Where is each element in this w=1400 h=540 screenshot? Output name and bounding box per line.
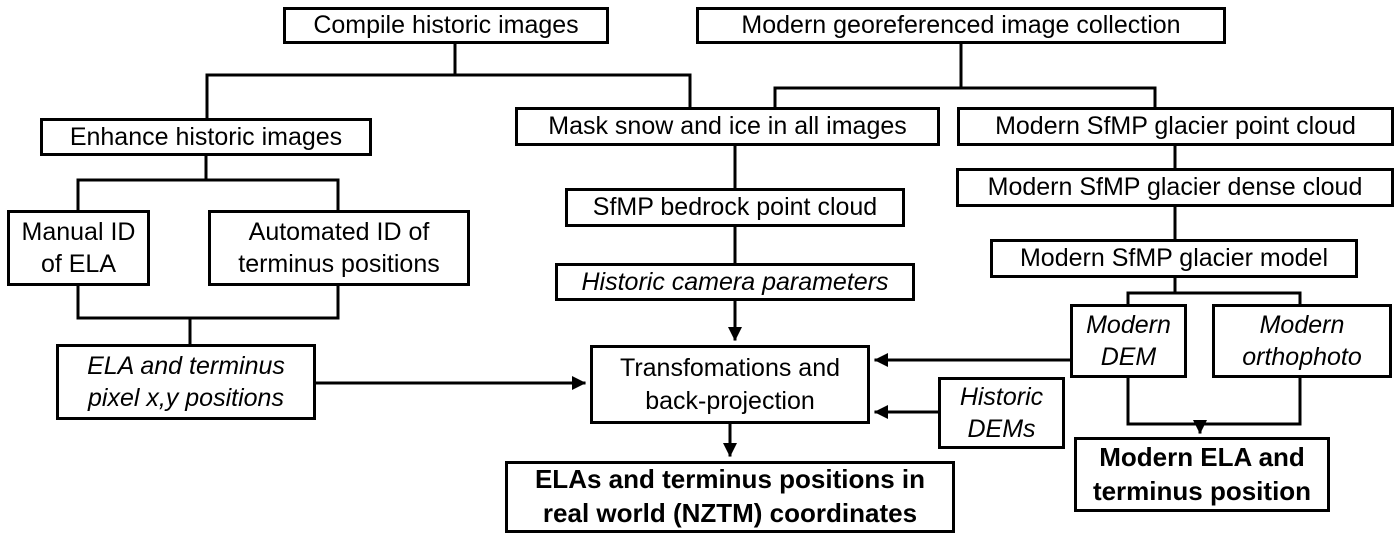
connector-modern-split [773, 41, 1157, 109]
node-output-modern-ela-terminus: Modern ELA and terminus position [1074, 437, 1330, 512]
connector-modern-merge [1126, 376, 1302, 426]
connector-id-merge [76, 284, 340, 346]
node-historic-dems: Historic DEMs [938, 377, 1065, 449]
node-modern-georeferenced-collection: Modern georeferenced image collection [696, 7, 1226, 44]
node-modern-sfmp-glacier-model: Modern SfMP glacier model [990, 239, 1358, 278]
node-mask-snow-and-ice: Mask snow and ice in all images [515, 107, 940, 146]
node-enhance-historic-images: Enhance historic images [40, 118, 372, 156]
connector-enhance-split [76, 154, 340, 212]
node-modern-orthophoto: Modern orthophoto [1212, 304, 1392, 378]
node-modern-dem: Modern DEM [1070, 304, 1187, 378]
node-modern-sfmp-dense-cloud: Modern SfMP glacier dense cloud [956, 168, 1394, 207]
node-manual-id-of-ela: Manual ID of ELA [7, 210, 150, 286]
node-ela-terminus-pixel-positions: ELA and terminus pixel x,y positions [56, 344, 316, 420]
node-transformations-back-projection: Transfomations and back-projection [590, 345, 870, 424]
node-modern-sfmp-point-cloud: Modern SfMP glacier point cloud [957, 107, 1394, 146]
node-compile-historic-images: Compile historic images [283, 7, 609, 44]
node-automated-id-terminus: Automated ID of terminus positions [208, 210, 470, 286]
node-historic-camera-parameters: Historic camera parameters [555, 263, 915, 301]
connector-compile-split [205, 41, 692, 120]
connector-right-chain [1126, 144, 1302, 306]
node-sfmp-bedrock-point-cloud: SfMP bedrock point cloud [565, 188, 905, 227]
node-output-nztm-coordinates: ELAs and terminus positions in real worl… [505, 461, 955, 533]
